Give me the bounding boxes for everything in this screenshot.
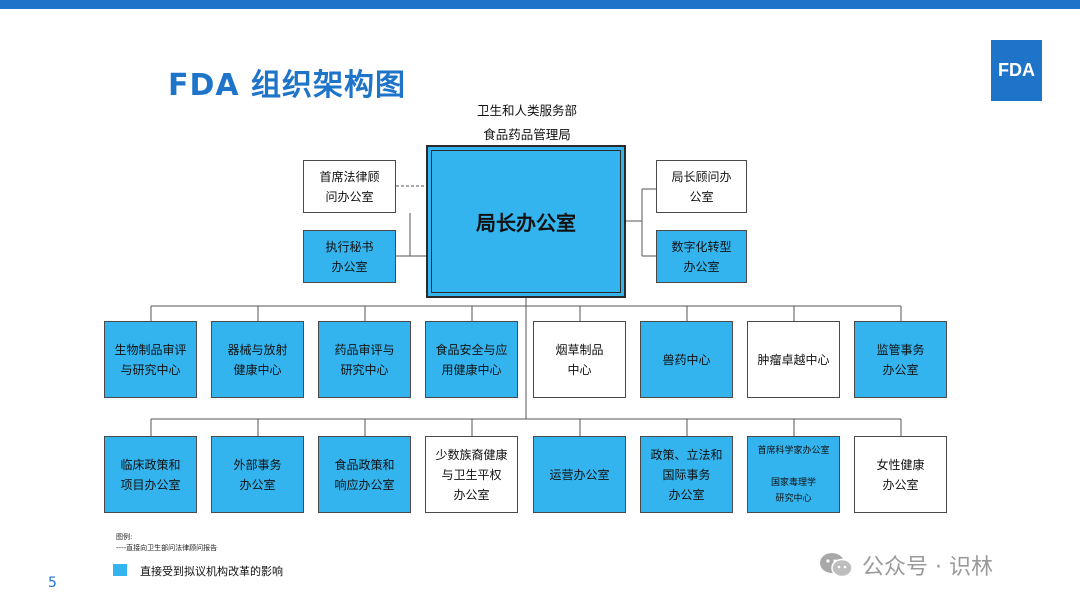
minority-health-office-box: 少数族裔健康 与卫生平权 办公室 bbox=[425, 436, 518, 513]
womens-health-office-box: 女性健康 办公室 bbox=[854, 436, 947, 513]
parent-department-label: 卫生和人类服务部 bbox=[476, 103, 577, 118]
oncology-center-box: 肿瘤卓越中心 bbox=[747, 321, 840, 398]
regulatory-affairs-box: 监管事务 办公室 bbox=[854, 321, 947, 398]
legend-affected-text: 直接受到拟议机构改革的影响 bbox=[140, 565, 283, 578]
legend-title: 图例: bbox=[116, 533, 133, 541]
watermark-text: 公众号 · 识林 bbox=[862, 555, 993, 580]
cdrh-box: 器械与放射 健康中心 bbox=[211, 321, 304, 398]
commissioner-counselor-office-box: 局长顾问办 公室 bbox=[656, 160, 747, 213]
operations-office-box: 运营办公室 bbox=[533, 436, 626, 513]
wechat-icon bbox=[820, 553, 853, 578]
top-accent-bar bbox=[0, 0, 1080, 9]
digital-transformation-office-box: 数字化转型 办公室 bbox=[656, 230, 747, 283]
fda-logo: FDA bbox=[991, 40, 1042, 101]
cber-box: 生物制品审评 与研究中心 bbox=[104, 321, 197, 398]
executive-secretariat-box: 执行秘书 办公室 bbox=[303, 230, 396, 283]
parent-agency-label: 食品药品管理局 bbox=[483, 127, 571, 142]
cder-box: 药品审评与 研究中心 bbox=[318, 321, 411, 398]
legend-dashed-line-text: ----直接向卫生部问法律顾问报告 bbox=[116, 544, 218, 552]
cvm-box: 兽药中心 bbox=[640, 321, 733, 398]
ctp-box: 烟草制品 中心 bbox=[533, 321, 626, 398]
chief-counsel-office-box: 首席法律顾 问办公室 bbox=[303, 160, 396, 213]
legend-affected-swatch bbox=[113, 564, 127, 576]
external-affairs-office-box: 外部事务 办公室 bbox=[211, 436, 304, 513]
cfsan-box: 食品安全与应 用健康中心 bbox=[425, 321, 518, 398]
page-number: 5 bbox=[48, 575, 57, 591]
chief-scientist-office-box: 首席科学家办公室 国家毒理学 研究中心 bbox=[747, 436, 840, 513]
commissioner-office-box: 局长办公室 bbox=[426, 145, 626, 298]
page-title: FDA 组织架构图 bbox=[168, 68, 407, 103]
clinical-policy-office-box: 临床政策和 项目办公室 bbox=[104, 436, 197, 513]
policy-legislation-office-box: 政策、立法和 国际事务 办公室 bbox=[640, 436, 733, 513]
watermark: 公众号 · 识林 bbox=[818, 547, 993, 583]
food-policy-office-box: 食品政策和 响应办公室 bbox=[318, 436, 411, 513]
